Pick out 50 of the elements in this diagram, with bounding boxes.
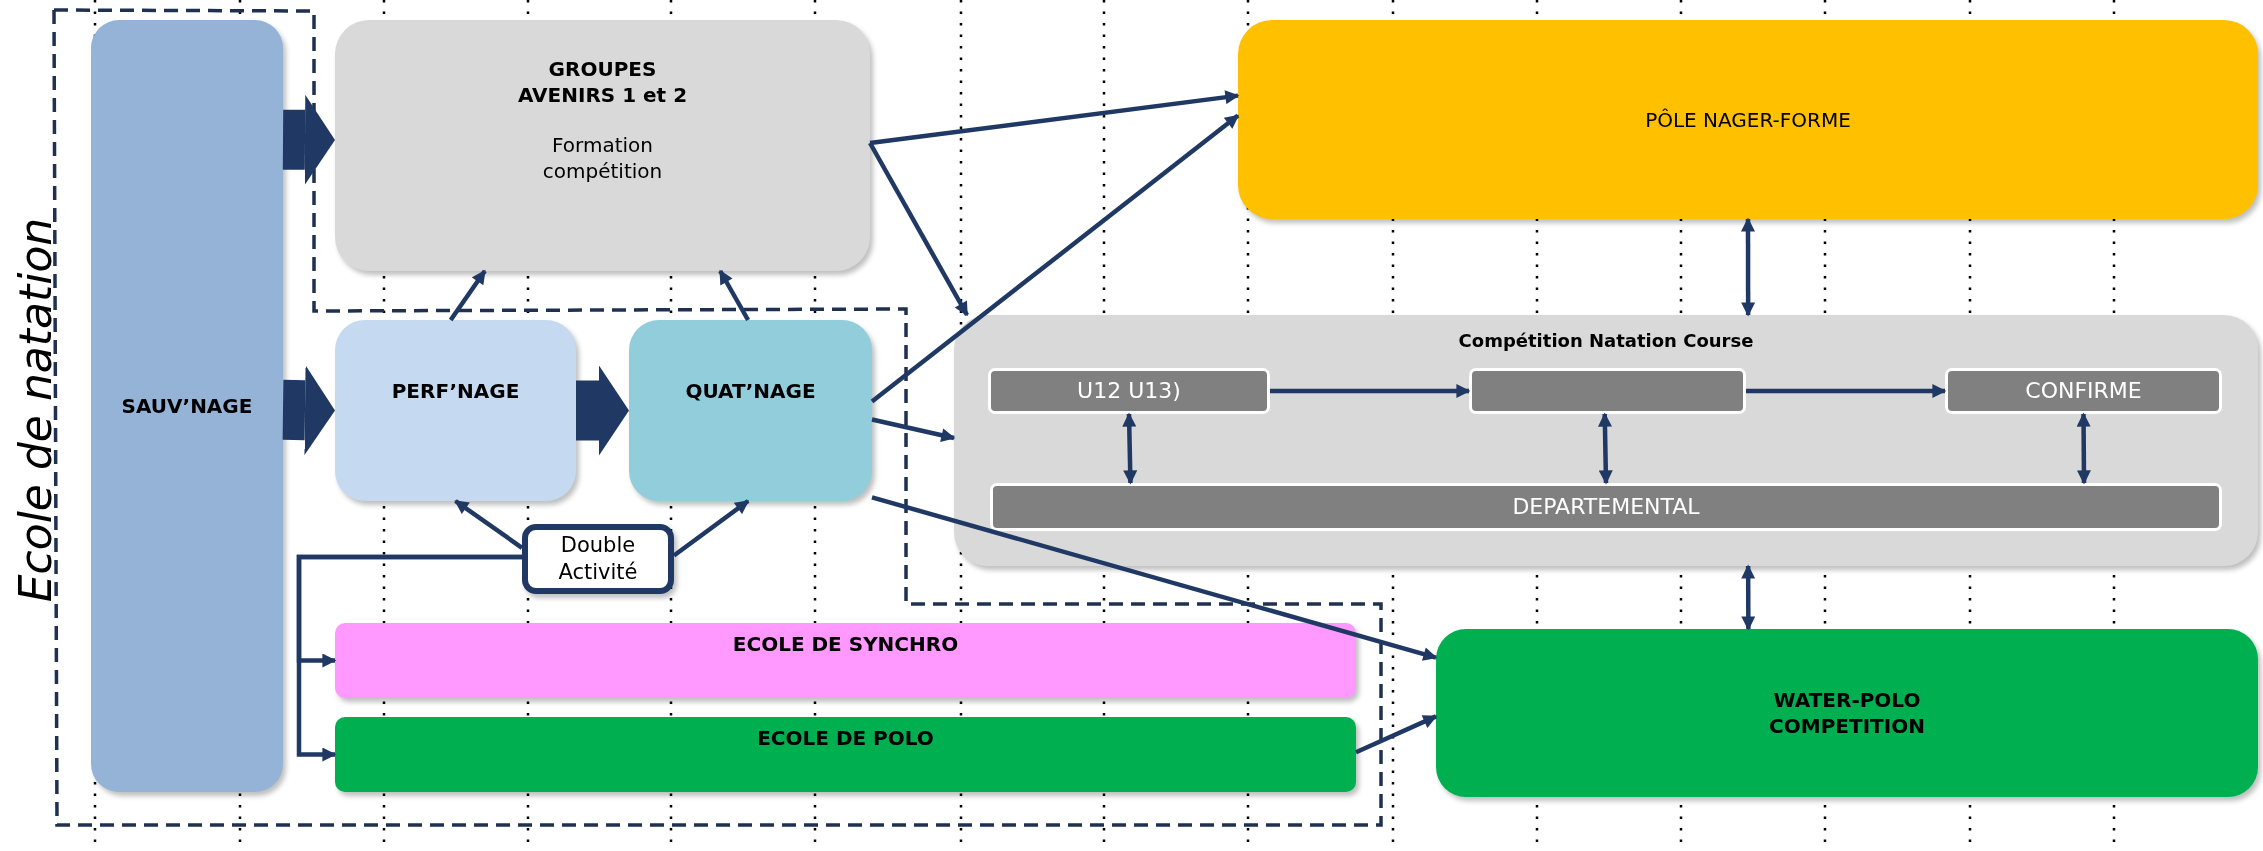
arrow [868, 141, 969, 317]
arrow [871, 495, 1438, 661]
arrow [296, 554, 522, 762]
box-label: Double Activité [557, 531, 639, 586]
group-box [335, 20, 870, 271]
stage-box [1238, 20, 2258, 219]
arrow [1597, 412, 1613, 485]
box-description: Formation compétition [541, 132, 664, 184]
region-label: Ecole de natation [11, 217, 61, 603]
level-box [988, 368, 1270, 414]
arrow [1270, 384, 1471, 398]
block-arrow [282, 365, 335, 456]
box-label: GROUPES AVENIRS 1 et 2 [516, 56, 689, 108]
arrow [1746, 384, 1947, 398]
box-label: U12 U13) [1077, 376, 1181, 405]
arrow [1355, 714, 1438, 755]
arrow [1122, 412, 1138, 485]
box-label: PERF’NAGE [391, 378, 520, 404]
arrow [454, 499, 524, 550]
panel-heading: Compétition Natation Course [1458, 329, 1754, 353]
block-arrow [282, 94, 335, 185]
box-label: WATER-POLO COMPETITION [1768, 687, 1926, 739]
stage-box [335, 320, 576, 501]
arrow [869, 90, 1240, 146]
activity-box [522, 524, 674, 594]
competition-panel [954, 315, 2258, 566]
box-label: SAUV’NAGE [121, 393, 253, 419]
box-label: ECOLE DE SYNCHRO [732, 631, 959, 657]
box-label: PÔLE NAGER-FORME [1645, 106, 1851, 133]
school-bar [335, 623, 1356, 698]
arrow [871, 417, 956, 443]
arrow [2076, 412, 2091, 485]
arrow [1741, 217, 1756, 317]
arrow [870, 113, 1240, 404]
arrow [448, 269, 487, 322]
level-bar [990, 483, 2222, 531]
box-label: DEPARTEMENTAL [1512, 492, 1700, 521]
box-label: CONFIRME [2025, 376, 2142, 405]
arrow [1741, 564, 1756, 631]
arrow [718, 269, 751, 322]
stage-box [629, 320, 872, 501]
school-bar [335, 717, 1356, 792]
level-box [1945, 368, 2222, 414]
box-label: QUAT’NAGE [685, 378, 816, 404]
empty-box [1469, 368, 1746, 414]
stage-box [1436, 629, 2258, 797]
arrow [672, 499, 750, 558]
stage-box [91, 20, 283, 792]
block-arrow [576, 365, 629, 456]
box-label: ECOLE DE POLO [757, 725, 934, 751]
